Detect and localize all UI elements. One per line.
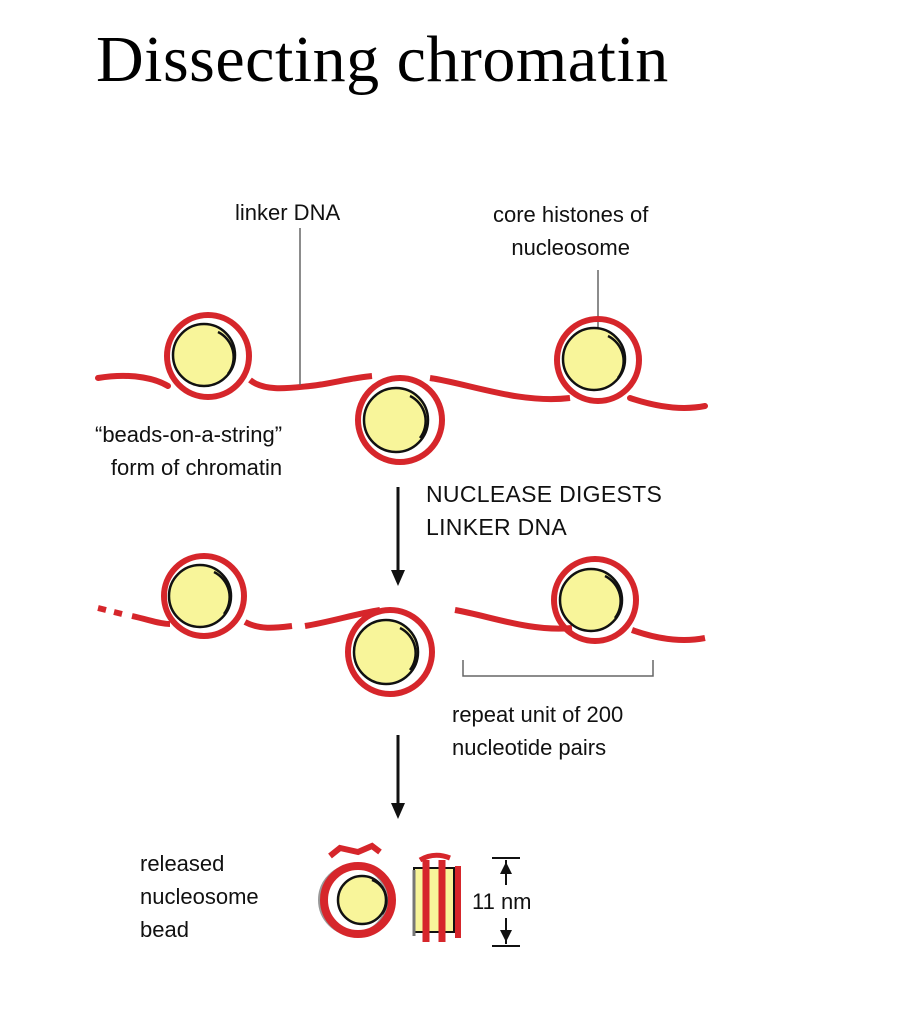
linker-dna-label: linker DNA <box>235 200 341 225</box>
released-nucleosome-bead <box>318 842 396 938</box>
size-label: 11 nm <box>470 885 534 918</box>
nucleosome-bead <box>161 553 247 639</box>
released-bead-label: released nucleosome bead <box>140 851 259 942</box>
nucleosome-side-view <box>412 852 461 942</box>
release-arrow <box>391 735 405 819</box>
nucleosome-bead <box>345 607 435 697</box>
nucleosome-bead <box>164 312 252 400</box>
dimension-marker <box>492 857 520 947</box>
core-histones-label: core histones of nucleosome <box>493 202 649 260</box>
digest-arrow <box>391 487 405 586</box>
nucleosome-bead <box>355 375 445 465</box>
nucleosome-bead <box>554 316 642 404</box>
page-title: Dissecting chromatin <box>96 23 669 96</box>
nucleosome-bead <box>551 556 639 644</box>
repeat-unit-label: repeat unit of 200 nucleotide pairs <box>452 702 624 760</box>
nuclease-step-label: NUCLEASE DIGESTS LINKER DNA <box>426 481 663 540</box>
repeat-unit-bracket <box>462 660 654 677</box>
digested-strand <box>97 605 706 643</box>
beads-on-a-string-label: “beads-on-a-string” form of chromatin <box>95 422 283 480</box>
beads-on-a-string-strand <box>95 372 708 411</box>
